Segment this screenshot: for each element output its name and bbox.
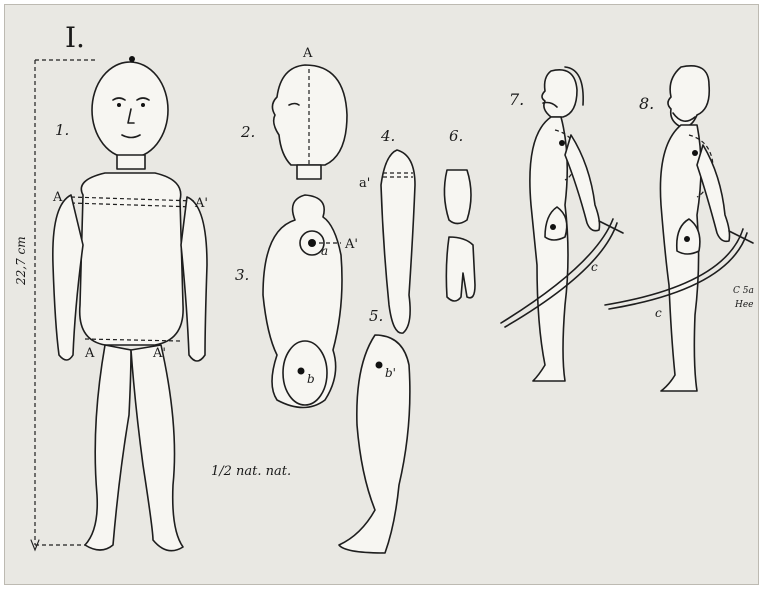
plate-drawing: I. 22,7 cm 1. A A' A A' A	[5, 5, 758, 584]
figure-1-number: 1.	[55, 121, 69, 139]
figure-6-hand: 6.	[444, 127, 475, 301]
label-b: b	[307, 372, 315, 386]
figure-6-number: 6.	[449, 127, 463, 145]
figure-2-head: A 2.	[240, 46, 347, 179]
figure-8-soldier: 8. c C 5a Hee	[605, 66, 754, 391]
figure-3-number: 3.	[235, 266, 249, 284]
corner-note-1: C 5a	[733, 286, 754, 296]
label-b-prime: b'	[385, 366, 396, 380]
scale-note: 1/2 nat. nat.	[211, 464, 291, 479]
plate-number: I.	[65, 21, 85, 54]
label-a-prime: a'	[359, 176, 370, 191]
figure-3-torso: A' a b 3.	[235, 195, 358, 408]
label-A-hip: A	[84, 346, 95, 361]
label-a: a	[321, 244, 328, 258]
figure-7-soldier: 7. c	[501, 67, 623, 381]
figure-5-leg: b' 5.	[339, 307, 410, 553]
label-A-prime-hip: A'	[152, 346, 166, 361]
corner-note-2: Hee	[734, 300, 754, 310]
figure-7-number: 7.	[509, 90, 524, 109]
label-A-top: A	[302, 46, 313, 61]
plate-frame: I. 22,7 cm 1. A A' A A' A	[4, 4, 759, 585]
label-A-prime-shoulder: A'	[194, 196, 208, 211]
label-A-shoulder: A	[52, 190, 63, 205]
figure-8-number: 8.	[639, 94, 654, 113]
figure-5-number: 5.	[369, 307, 383, 325]
label-c-fig7: c	[591, 260, 598, 274]
height-measurement: 22,7 cm	[14, 236, 28, 286]
label-c-fig8: c	[655, 306, 662, 320]
figure-4-number: 4.	[380, 127, 395, 145]
label-A-prime-torso: A'	[344, 237, 358, 252]
figure-4-arm: a' 4.	[359, 127, 415, 333]
figure-1-doll: 22,7 cm 1. A A' A A'	[14, 56, 208, 551]
figure-2-number: 2.	[240, 123, 255, 141]
